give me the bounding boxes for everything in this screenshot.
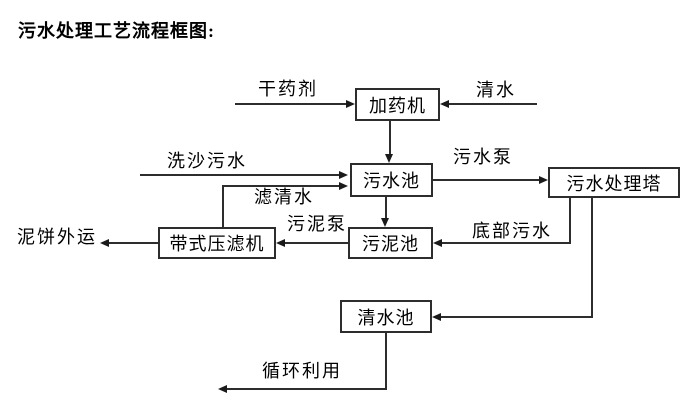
edge-filtered-water-line [222, 185, 340, 187]
edge-bottom-sewage-vline [569, 198, 571, 244]
edge-sludge-pump-arrowhead-icon [276, 239, 285, 247]
edge-dry-chemical-line [235, 103, 347, 105]
edge-bottom-sewage-line [442, 242, 571, 244]
edge-mud-cake-arrowhead-icon [100, 239, 109, 247]
edge-tower-to-clean-arrowhead-icon [432, 313, 441, 321]
node-belt-filter-press: 带式压滤机 [158, 227, 276, 259]
label-bottom-sewage: 底部污水 [472, 221, 552, 241]
node-sewage-pool: 污水池 [350, 163, 433, 197]
edge-clean-water-arrowhead-icon [440, 100, 449, 108]
edge-sand-washing-arrowhead-icon [339, 171, 348, 179]
edge-sewage-pump-line [433, 179, 540, 181]
edge-tower-to-clean-vline [591, 198, 593, 318]
edge-dosing-to-sewage-line [389, 121, 391, 155]
edge-mud-cake-line [108, 242, 158, 244]
label-mud-cake-outbound: 泥饼外运 [17, 227, 97, 247]
edge-filtered-water-arrowhead-icon [339, 182, 348, 190]
edge-sewage-pump-arrowhead-icon [539, 176, 548, 184]
edge-clean-water-line [449, 103, 537, 105]
node-dosing-machine: 加药机 [355, 88, 440, 121]
edge-sewage-to-sludge-arrowhead-icon [381, 218, 389, 227]
edge-recycle-line [227, 388, 387, 390]
label-sand-washing-sewage: 洗沙污水 [167, 151, 247, 171]
edge-filtered-water-vline [222, 186, 224, 227]
node-clean-water-pool: 清水池 [340, 300, 432, 333]
edge-sand-washing-line [140, 174, 340, 176]
node-sewage-treatment-tower: 污水处理塔 [548, 167, 680, 198]
edge-sewage-to-sludge-line [385, 197, 387, 219]
page-title: 污水处理工艺流程框图: [18, 21, 215, 41]
edge-sludge-pump-line [284, 242, 348, 244]
edge-dosing-to-sewage-arrowhead-icon [385, 154, 393, 163]
edge-dry-chemical-arrowhead-icon [346, 100, 355, 108]
label-clean-water: 清水 [476, 80, 516, 100]
edge-recycle-vline [385, 333, 387, 390]
label-sludge-pump: 污泥泵 [287, 214, 347, 234]
edge-recycle-arrowhead-icon [218, 385, 227, 393]
edge-tower-to-clean-line [441, 316, 593, 318]
label-sewage-pump: 污水泵 [453, 147, 513, 167]
label-recycle-use: 循环利用 [262, 361, 342, 381]
label-dry-chemical: 干药剂 [258, 79, 318, 99]
node-sludge-pool: 污泥池 [348, 227, 433, 259]
edge-bottom-sewage-arrowhead-icon [433, 239, 442, 247]
label-filtered-water: 滤清水 [254, 187, 314, 207]
